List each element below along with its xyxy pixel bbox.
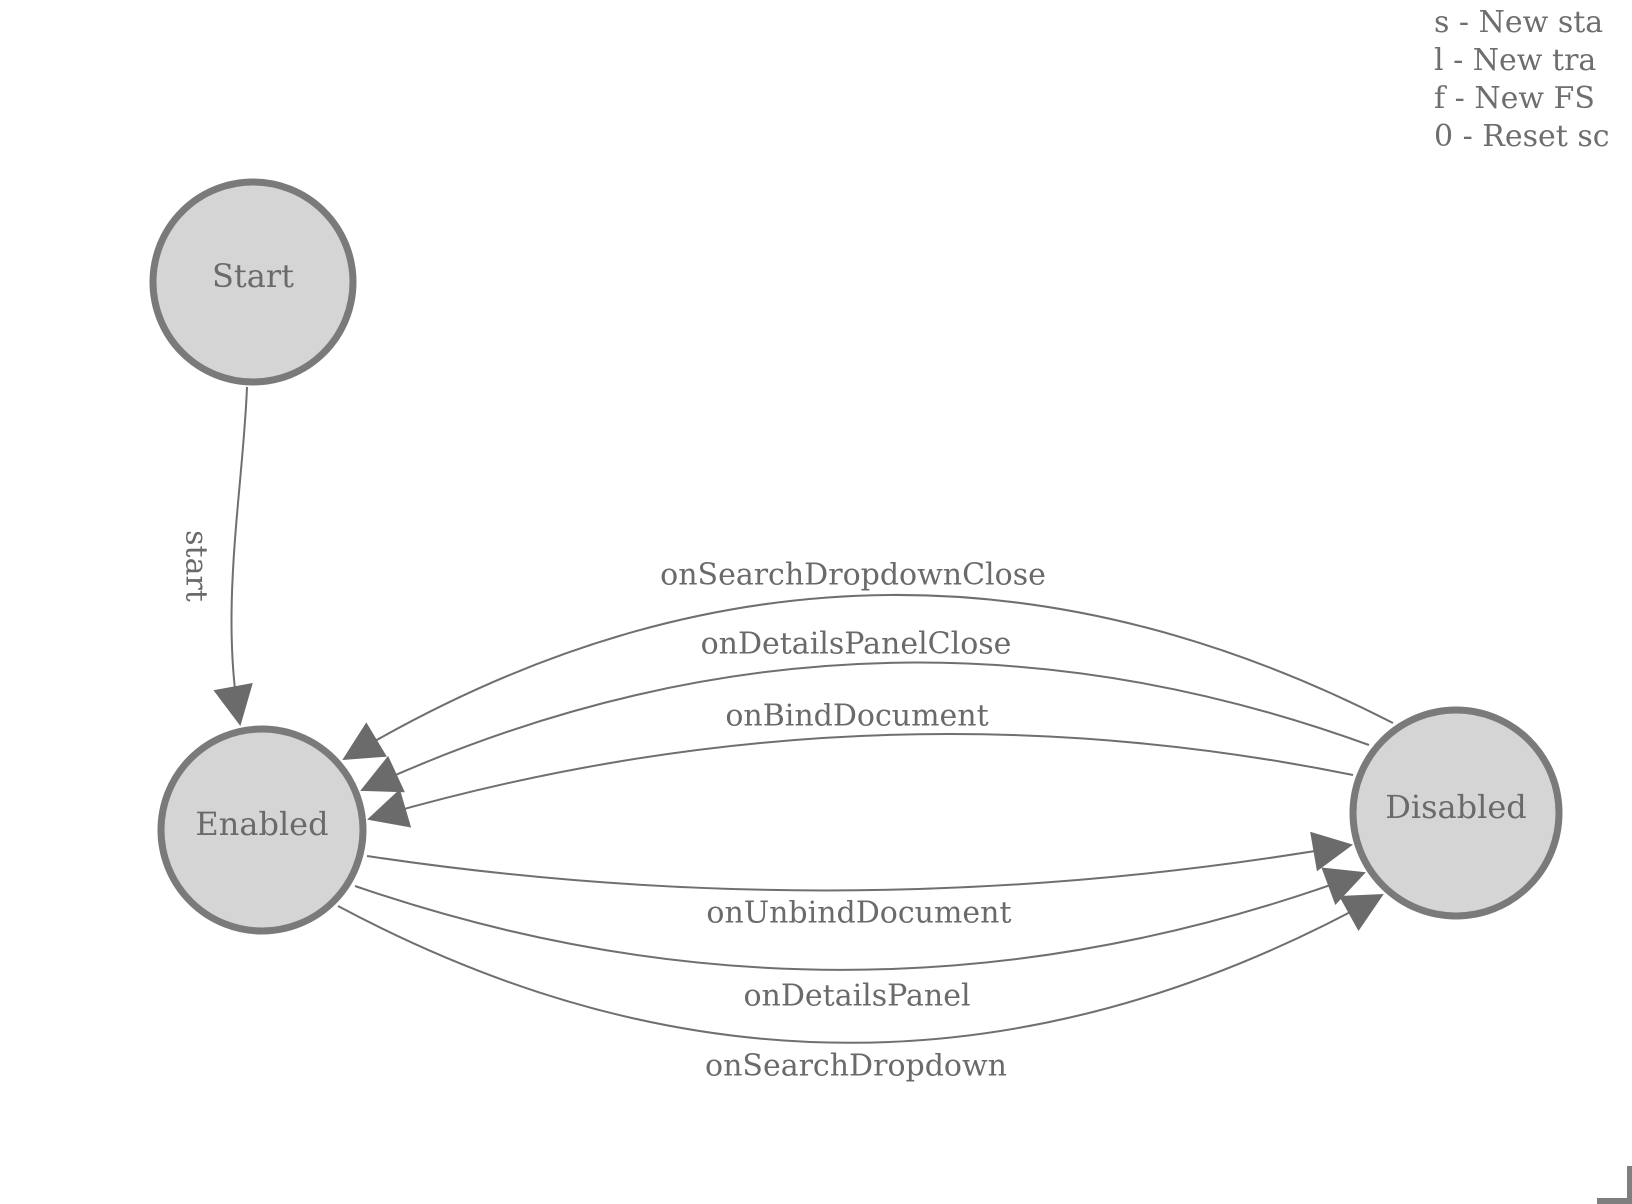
edge-onDetailsPanel[interactable]: [354, 867, 1366, 971]
edge-onBindDocument[interactable]: [367, 733, 1354, 828]
hint-new-transition: l - New tra: [1434, 43, 1597, 78]
hint-new-fsm: f - New FS: [1434, 81, 1595, 116]
edge-onUnbindDocument[interactable]: [366, 831, 1353, 892]
edge-onSearchDropdownClose[interactable]: [342, 593, 1394, 761]
hint-reset: 0 - Reset sc: [1434, 119, 1610, 154]
state-circle-enabled[interactable]: [157, 725, 367, 935]
keyboard-hints: s - New sta l - New tra f - New FS 0 - R…: [1434, 4, 1610, 156]
edge-onSearchDropdown[interactable]: [337, 894, 1384, 1044]
edge-onDetailsPanelClose[interactable]: [360, 661, 1370, 793]
edge-start-to-enabled[interactable]: [213, 386, 253, 726]
state-circle-start[interactable]: [149, 178, 357, 386]
hint-new-state: s - New sta: [1434, 5, 1604, 40]
offscreen-element-corner: [1597, 1166, 1632, 1204]
state-circle-disabled[interactable]: [1349, 706, 1563, 920]
